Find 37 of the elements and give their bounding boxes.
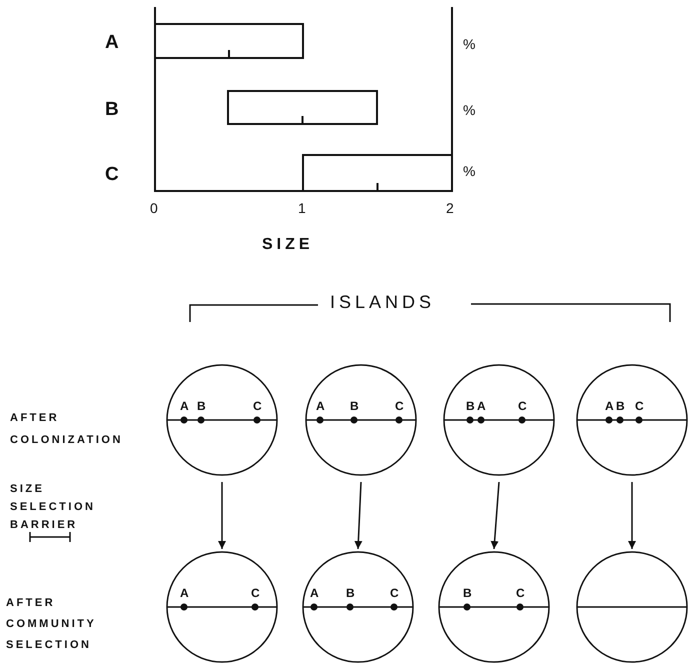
species-label: A: [180, 587, 189, 599]
species-label: B: [466, 400, 475, 412]
species-label: C: [253, 400, 262, 412]
species-label: B: [463, 587, 472, 599]
species-label: A: [316, 400, 325, 412]
arrow: [628, 482, 636, 549]
row-label: A: [105, 32, 119, 54]
tick-label: 1: [298, 200, 306, 216]
percent-label: %: [463, 102, 476, 118]
group-title: ISLANDS: [330, 292, 436, 313]
species-label: C: [395, 400, 404, 412]
species-label: C: [518, 400, 527, 412]
species-label: A: [180, 400, 189, 412]
arrow: [354, 482, 362, 550]
row-label: AFTER COMMUNITY SELECTION: [6, 596, 98, 653]
species-label: C: [251, 587, 260, 599]
arrow: [490, 482, 500, 550]
species-label: C: [390, 587, 399, 599]
species-label: C: [635, 400, 644, 412]
axis-title: SIZE: [262, 236, 314, 254]
tick-label: 2: [446, 200, 454, 216]
arrow: [218, 482, 226, 549]
row-label: B: [105, 99, 119, 121]
species-label: A: [605, 400, 614, 412]
species-label: A: [477, 400, 486, 412]
row-label: AFTER COLONIZATION: [10, 411, 124, 448]
species-label: B: [197, 400, 206, 412]
species-label: A: [310, 587, 319, 599]
species-label: B: [350, 400, 359, 412]
species-label: B: [346, 587, 355, 599]
tick-label: 0: [150, 200, 158, 216]
row-label: SIZE SELECTION BARRIER: [10, 482, 96, 533]
row-label: C: [105, 164, 119, 186]
species-label: B: [616, 400, 625, 412]
percent-label: %: [463, 36, 476, 52]
species-label: C: [516, 587, 525, 599]
percent-label: %: [463, 163, 476, 179]
